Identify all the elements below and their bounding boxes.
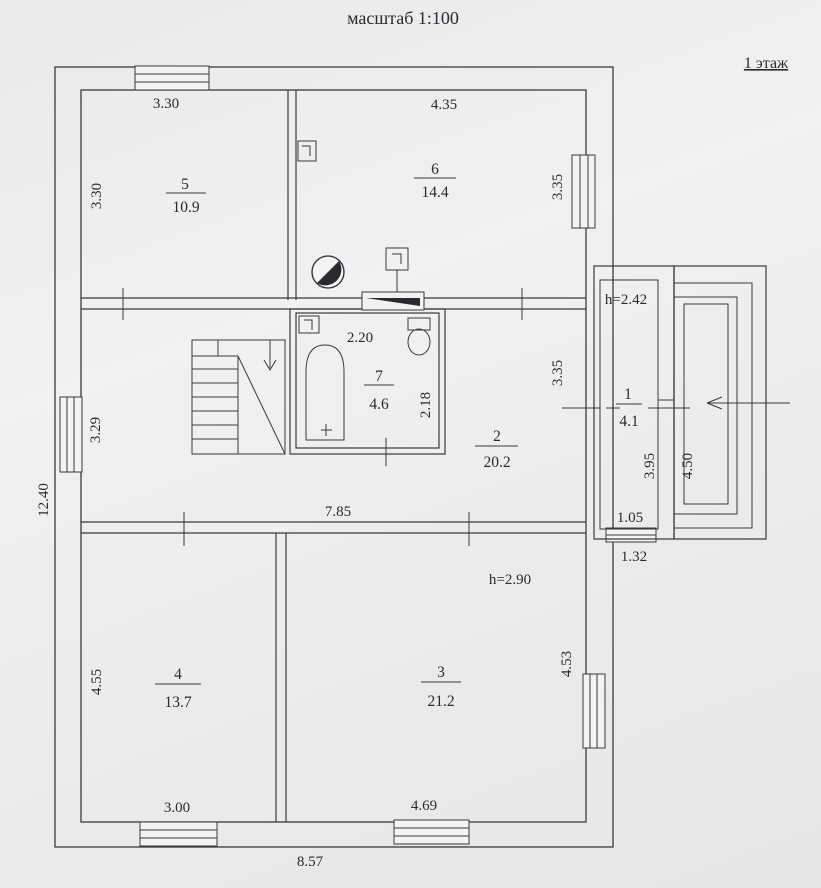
room-number: 7 bbox=[375, 368, 383, 385]
outer-walls bbox=[54, 66, 614, 848]
window-bottom-right bbox=[393, 819, 470, 845]
hall-length: 7.85 bbox=[325, 504, 351, 520]
room-area: 14.4 bbox=[421, 184, 448, 201]
vestibule-outer-width: 1.32 bbox=[621, 549, 647, 565]
room-3-label: 3 21.2 bbox=[421, 664, 461, 710]
room-2-label: 2 20.2 bbox=[475, 428, 518, 471]
room-1-label: 1 4.1 bbox=[616, 386, 642, 430]
vestibule-height: h=2.42 bbox=[605, 292, 647, 308]
room-area: 4.1 bbox=[619, 413, 638, 430]
room6-height: 3.35 bbox=[550, 174, 566, 200]
toilet bbox=[407, 317, 431, 356]
dimension-labels: 3.30 4.35 2.20 7.85 3.00 4.69 8.57 1.05 … bbox=[36, 96, 696, 870]
room5-width: 3.30 bbox=[153, 96, 179, 112]
vestibule-inner-height: 3.95 bbox=[642, 453, 658, 479]
room-4-label: 4 13.7 bbox=[155, 666, 201, 711]
room-number: 4 bbox=[174, 666, 182, 683]
window-bottom-left bbox=[139, 821, 218, 847]
window-left bbox=[59, 396, 83, 473]
windows bbox=[59, 65, 657, 847]
room-area: 21.2 bbox=[427, 693, 454, 710]
vestibule-outer-height: 4.50 bbox=[680, 453, 696, 479]
vestibule bbox=[593, 265, 767, 540]
window-top bbox=[134, 65, 210, 91]
room6-width: 4.35 bbox=[431, 97, 457, 113]
window-vestibule bbox=[605, 527, 657, 543]
main-height: h=2.90 bbox=[489, 572, 531, 588]
room-area: 4.6 bbox=[369, 396, 389, 413]
room4-height: 4.55 bbox=[89, 669, 105, 695]
room5-height: 3.30 bbox=[89, 183, 105, 209]
room4-width: 3.00 bbox=[164, 800, 190, 816]
room-number: 5 bbox=[181, 176, 189, 193]
room-number: 2 bbox=[493, 428, 501, 445]
hall-right: 3.35 bbox=[550, 360, 566, 386]
bathtub bbox=[305, 344, 345, 441]
window-right-top bbox=[571, 154, 596, 229]
total-width: 8.57 bbox=[297, 854, 324, 870]
floor-label: 1 этаж bbox=[744, 55, 789, 72]
bathroom-height: 2.18 bbox=[418, 392, 434, 418]
room-number: 3 bbox=[437, 664, 445, 681]
room-number: 6 bbox=[431, 161, 439, 178]
room-5-label: 5 10.9 bbox=[166, 176, 206, 216]
room-area: 10.9 bbox=[172, 199, 199, 216]
bathroom-width: 2.20 bbox=[347, 330, 373, 346]
room-6-label: 6 14.4 bbox=[414, 161, 456, 201]
vestibule-inner-width: 1.05 bbox=[617, 510, 643, 526]
room-area: 13.7 bbox=[164, 694, 191, 711]
stove-symbol bbox=[311, 255, 345, 289]
boiler bbox=[361, 247, 425, 311]
entrance-arrow bbox=[706, 396, 790, 410]
hall-left: 3.29 bbox=[88, 417, 104, 443]
door-marks bbox=[122, 288, 690, 546]
scale-label: масштаб 1:100 bbox=[347, 8, 459, 28]
room-number: 1 bbox=[624, 386, 632, 403]
staircase bbox=[192, 339, 286, 455]
room3-height: 4.53 bbox=[559, 651, 575, 677]
room3-width: 4.69 bbox=[411, 798, 437, 814]
sink-marks bbox=[297, 140, 320, 334]
room-area: 20.2 bbox=[483, 454, 510, 471]
total-height: 12.40 bbox=[36, 483, 52, 517]
room-7-label: 7 4.6 bbox=[364, 368, 394, 413]
window-right-bottom bbox=[582, 673, 606, 749]
